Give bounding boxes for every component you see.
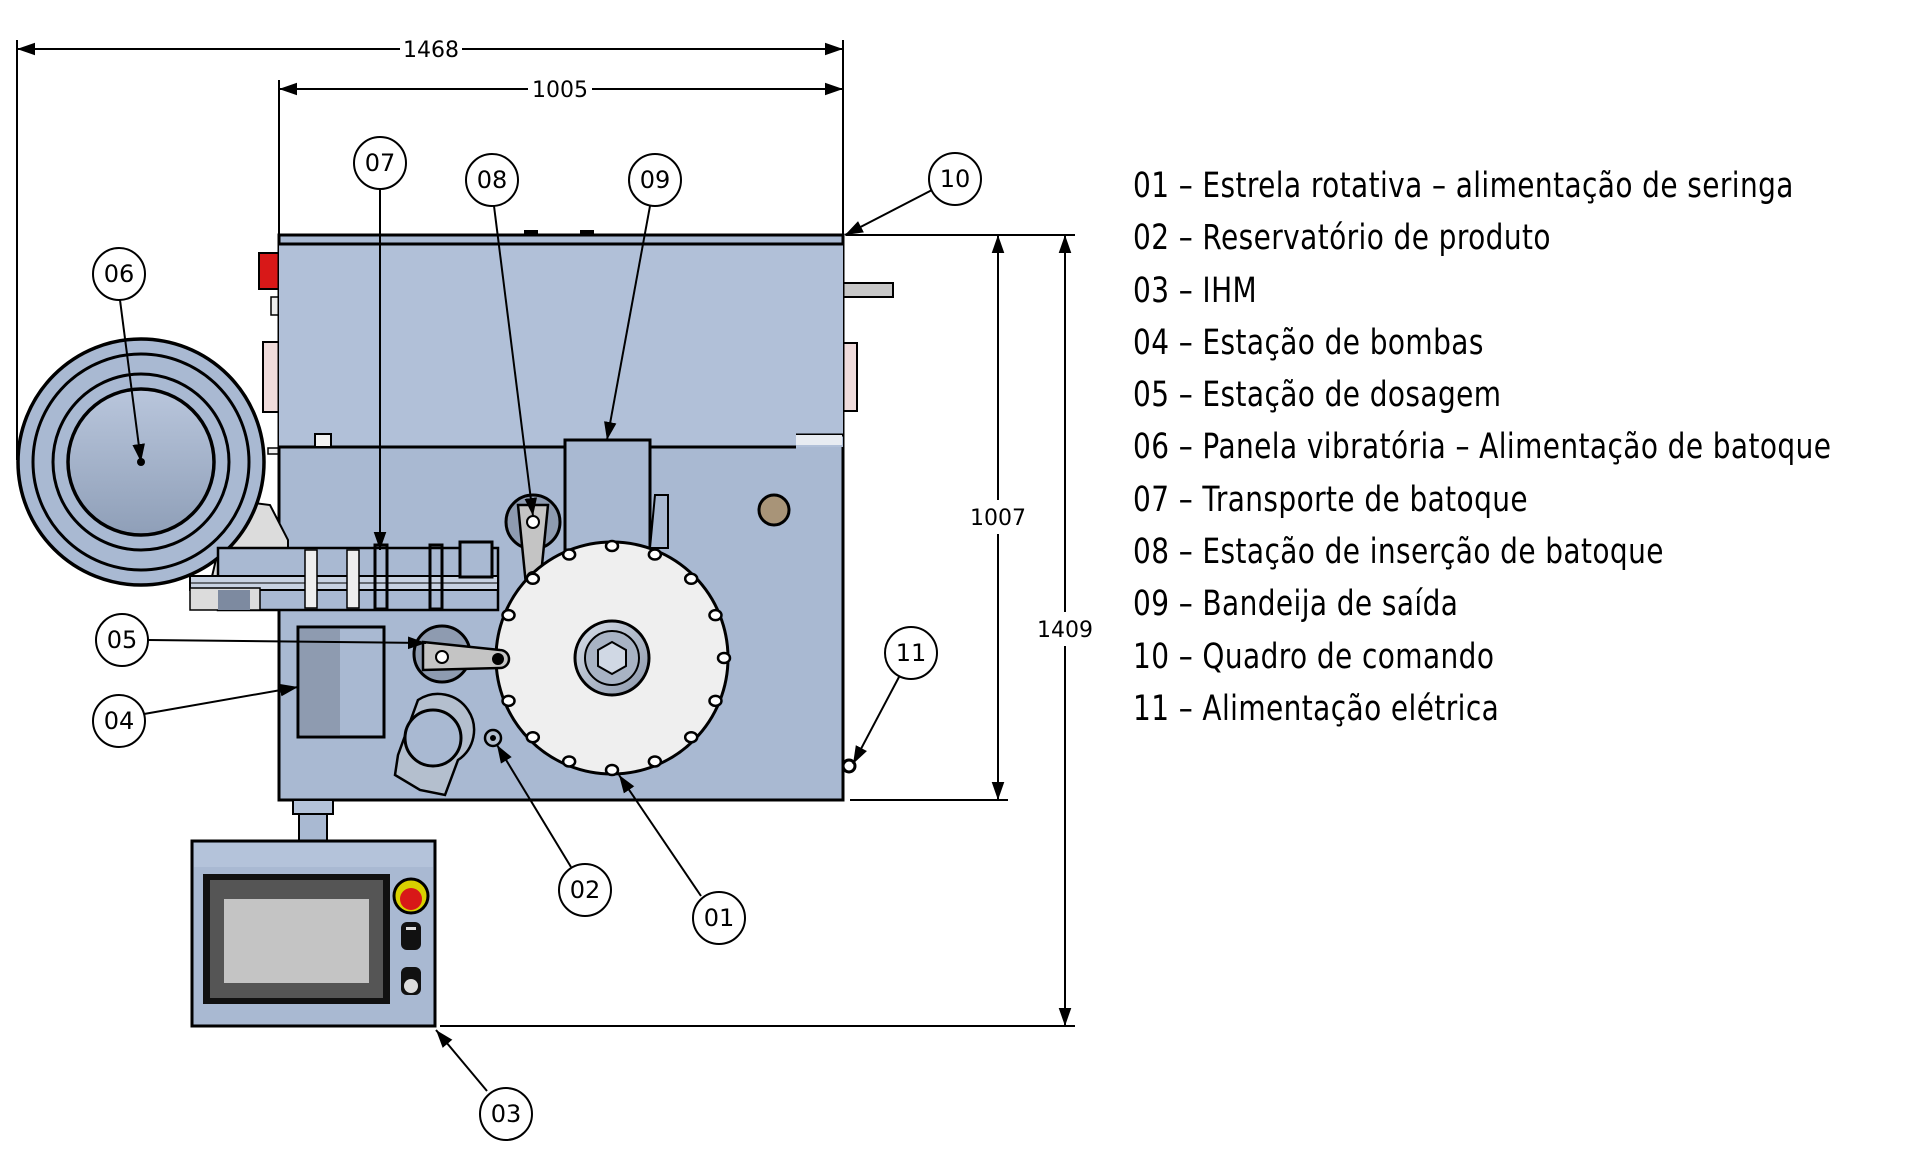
dosing-station [412,624,511,684]
callout-label: 03 [491,1100,522,1128]
star-wheel-pocket [708,608,723,622]
star-wheel [492,539,732,777]
dim-label-body-width: 1005 [532,78,588,103]
hmi-screen [224,899,369,983]
star-wheel-pocket [683,572,699,586]
star-wheel-pocket [683,730,699,744]
callout-label: 04 [104,707,135,735]
star-wheel-pocket [561,548,577,561]
callout-11: 11 [884,626,938,680]
sensor [757,493,791,527]
legend-item-02: 02 – Reservatório de produto [1133,218,1551,259]
callout-label: 11 [896,639,927,667]
callout-08: 08 [465,153,519,207]
callout-02: 02 [558,863,612,917]
legend-item-07: 07 – Transporte de batoque [1133,479,1529,520]
dim-label-overall-height: 1409 [1037,618,1093,643]
callout-03: 03 [479,1087,533,1141]
dimension-body-width: 1005 [278,78,843,235]
legend-item-04: 04 – Estação de bombas [1133,322,1484,363]
callout-07: 07 [353,136,407,190]
callout-label: 10 [940,165,971,193]
legend-item-03: 03 – IHM [1133,270,1258,311]
cap-insertion-station [504,493,562,587]
star-wheel-pocket [501,608,516,622]
star-wheel-pocket [604,763,620,777]
dim-label-body-height: 1007 [970,506,1026,531]
callout-01: 01 [692,891,746,945]
callout-label: 05 [107,626,138,654]
star-wheel-pocket [525,572,541,586]
callout-label: 01 [704,904,735,932]
legend-item-09: 09 – Bandeija de saída [1133,584,1459,625]
power-inlet [841,758,857,774]
dimension-overall-width: 1468 [16,38,844,460]
legend-item-01: 01 – Estrela rotativa – alimentação de s… [1133,166,1794,206]
dimension-body-height: 1007 [846,234,1075,801]
callout-06: 06 [92,247,146,301]
callout-label: 02 [570,876,601,904]
hmi-panel [190,839,437,1028]
callout-label: 07 [365,149,396,177]
callout-label: 06 [104,260,135,288]
callout-09: 09 [628,153,682,207]
callout-10: 10 [928,152,982,206]
star-wheel-pocket [525,730,541,744]
side-red-button [258,252,280,290]
star-wheel-pocket [604,539,620,553]
legend-item-06: 06 – Panela vibratória – Alimentação de … [1133,427,1832,468]
callout-label: 08 [477,166,508,194]
star-wheel-pocket [647,548,663,561]
machine [16,230,894,1028]
callout-04: 04 [92,694,146,748]
legend-item-05: 05 – Estação de dosagem [1133,375,1502,416]
callout-05: 05 [95,613,149,667]
legend-item-10: 10 – Quadro de comando [1133,636,1495,677]
dim-label-overall-width: 1468 [403,38,459,63]
star-wheel-pocket [561,755,577,768]
power-connector [842,282,894,298]
cap-transport-rail [189,540,500,612]
output-tray [563,438,652,552]
callout-leaders [119,189,933,1092]
star-wheel-pocket [647,755,663,768]
star-wheel-pocket [501,694,516,708]
star-wheel-pocket [708,694,723,708]
legend-item-08: 08 – Estação de inserção de batoque [1133,532,1664,573]
product-reservoir [393,692,503,797]
callout-label: 09 [640,166,671,194]
dimension-overall-height: 1409 [440,235,1093,1027]
callouts: 01 02 03 04 05 06 07 08 09 10 11 [92,136,982,1141]
legend-item-11: 11 – Alimentação elétrica [1133,688,1500,729]
star-wheel-pocket [716,651,732,665]
pump-station [296,625,386,739]
legend: 01 – Estrela rotativa – alimentação de s… [1133,160,1920,735]
selector-switch [401,922,421,950]
